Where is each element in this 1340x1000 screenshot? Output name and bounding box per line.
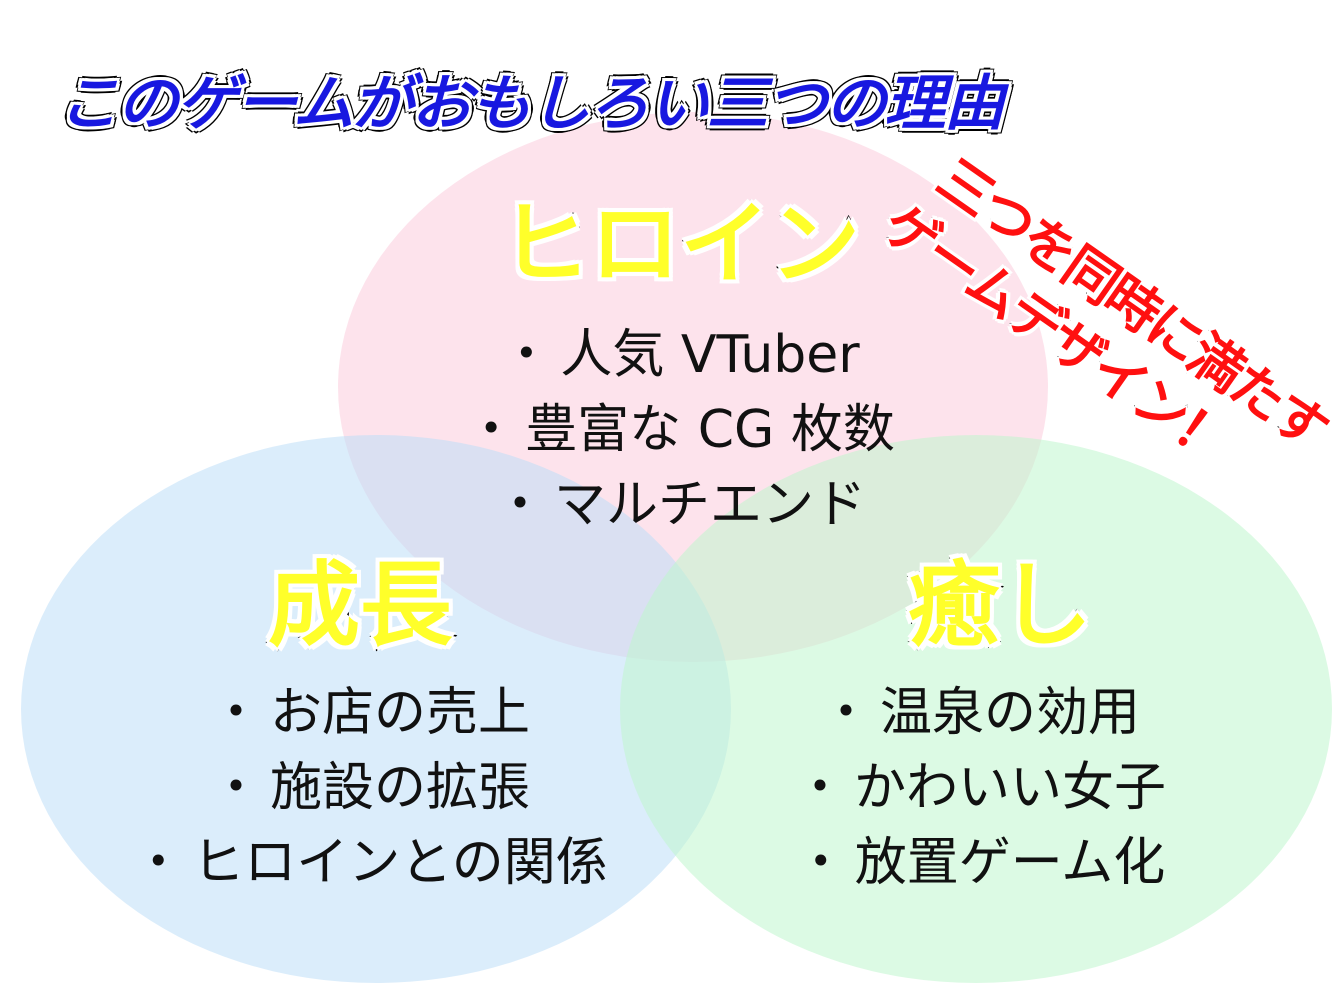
bullet-icon: ・ [209,758,262,818]
bullet-icon: ・ [794,833,847,893]
list-item: ・放置ゲーム化 [730,826,1230,901]
list-item-text: マルチエンド [554,475,867,535]
list-item: ・人気 VTuber [400,318,960,393]
heading-healing: 癒し [905,552,1094,659]
bullet-icon: ・ [500,325,553,385]
list-item-text: 温泉の効用 [880,683,1141,743]
bullet-icon: ・ [493,475,546,535]
bullet-icon: ・ [819,683,872,743]
heading-heroine: ヒロイン [498,192,863,297]
list-item: ・豊富な CG 枚数 [400,393,960,468]
bullet-icon: ・ [465,400,518,460]
venn-circle-healing [620,435,1332,983]
list-item-text: 豊富な CG 枚数 [525,400,895,460]
page-title: このゲームがおもしろい三つの理由 [57,68,1006,140]
list-heroine: ・人気 VTuber ・豊富な CG 枚数 ・マルチエンド [400,318,960,543]
list-item-text: 人気 VTuber [560,325,860,385]
list-item: ・かわいい女子 [730,751,1230,826]
list-item: ・温泉の効用 [730,676,1230,751]
list-item: ・お店の売上 [60,676,680,751]
list-item: ・マルチエンド [400,468,960,543]
list-item-text: 放置ゲーム化 [854,833,1166,893]
bullet-icon: ・ [132,833,185,893]
list-item: ・施設の拡張 [60,751,680,826]
list-item-text: かわいい女子 [854,758,1167,818]
list-item-text: ヒロインとの関係 [192,833,608,893]
list-item-text: お店の売上 [270,683,531,743]
heading-growth: 成長 [265,552,454,659]
list-healing: ・温泉の効用 ・かわいい女子 ・放置ゲーム化 [730,676,1230,901]
list-item-text: 施設の拡張 [270,758,531,818]
venn-circle-growth [21,435,731,983]
bullet-icon: ・ [209,683,262,743]
list-item: ・ヒロインとの関係 [60,826,680,901]
bullet-icon: ・ [793,758,846,818]
list-growth: ・お店の売上 ・施設の拡張 ・ヒロインとの関係 [60,676,680,901]
